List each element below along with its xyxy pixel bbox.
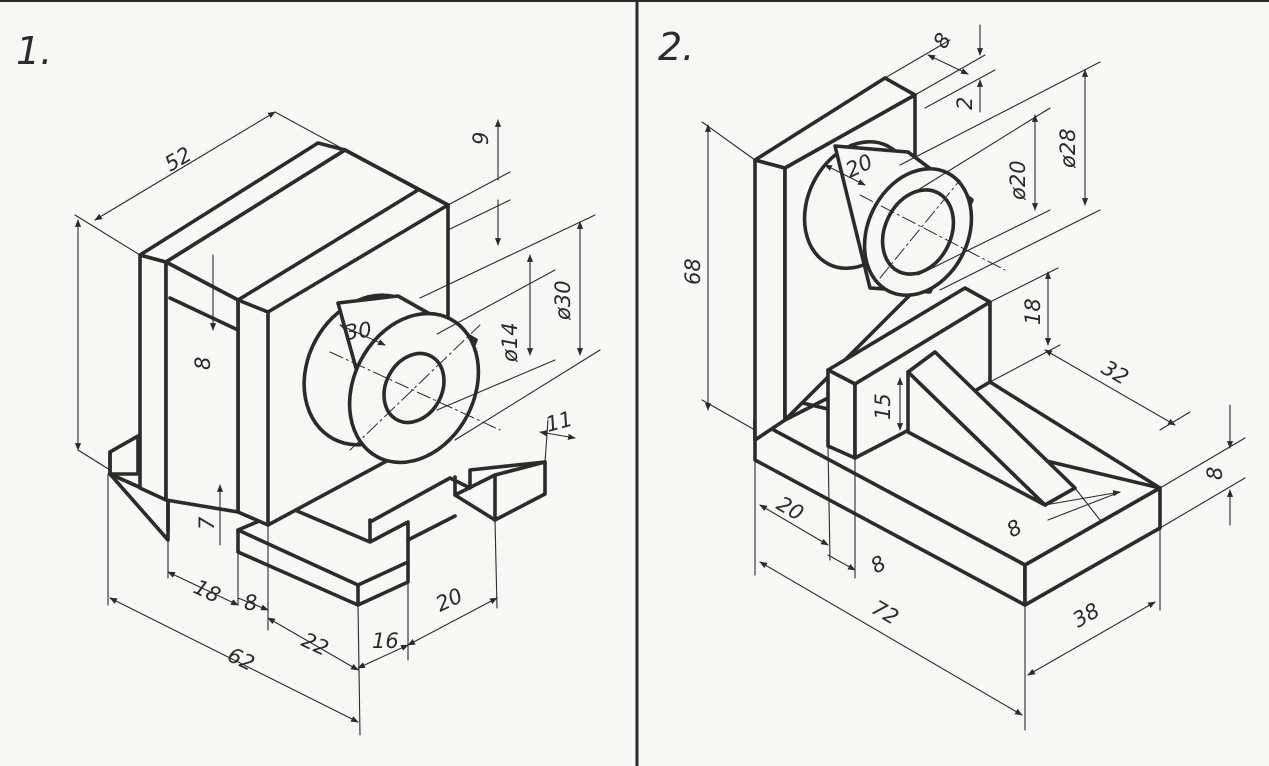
figure-1-dim-d30: ø30 [551,280,575,321]
figure-2-number: 2. [658,25,694,69]
figure-1-number: 1. [16,29,52,73]
figure-1-dim-22: 22 [298,628,332,661]
figure-1-dim-8-bottom: 8 [244,591,257,615]
figure-2-dim-2: 2 [953,97,977,110]
figure-1: 1. [16,29,601,736]
figure-1-dim-62: 62 [224,643,258,676]
figure-2-rib [906,350,1162,507]
figure-2-dim-72: 72 [868,596,903,630]
figure-1-dim-11: 11 [543,407,575,437]
figure-1-dim-20: 20 [432,583,466,616]
figure-1-dim-8-top: 8 [191,357,215,370]
figure-2-dim-d28: ø28 [1056,128,1080,169]
figure-2: 2. [658,24,1246,731]
figure-2-dim-15: 15 [871,393,895,420]
figure-1-dim-d14: ø14 [498,322,522,363]
figure-2-dim-8-right: 8 [1203,467,1227,480]
figure-1-dim-16: 16 [372,629,399,653]
figure-2-dim-20-base: 20 [773,492,808,526]
figure-1-dim-9: 9 [469,132,493,145]
figure-2-dim-8-bottom: 8 [867,551,891,578]
figure-1-dim-18: 18 [190,575,224,608]
figure-2-dim-18: 18 [1021,298,1045,325]
figure-1-dimension-labels: 52 9 8 30 ø14 ø30 11 7 18 8 22 16 20 62 [161,132,576,676]
figure-2-boss [802,139,1006,298]
figure-2-dimension-lines [701,24,1246,731]
figure-2-front-wall [826,286,992,460]
figure-2-dim-68: 68 [681,258,705,285]
figure-1-dim-52: 52 [161,142,196,176]
figure-1-dim-7: 7 [195,516,219,530]
figure-1-dim-30: 30 [343,317,373,344]
figure-2-dim-32: 32 [1098,356,1133,390]
figure-1-dimension-lines [74,111,601,736]
figure-2-dim-8-top: 8 [929,29,956,53]
figure-2-dim-38: 38 [1069,598,1104,632]
figure-2-dim-d20: ø20 [1006,160,1030,201]
